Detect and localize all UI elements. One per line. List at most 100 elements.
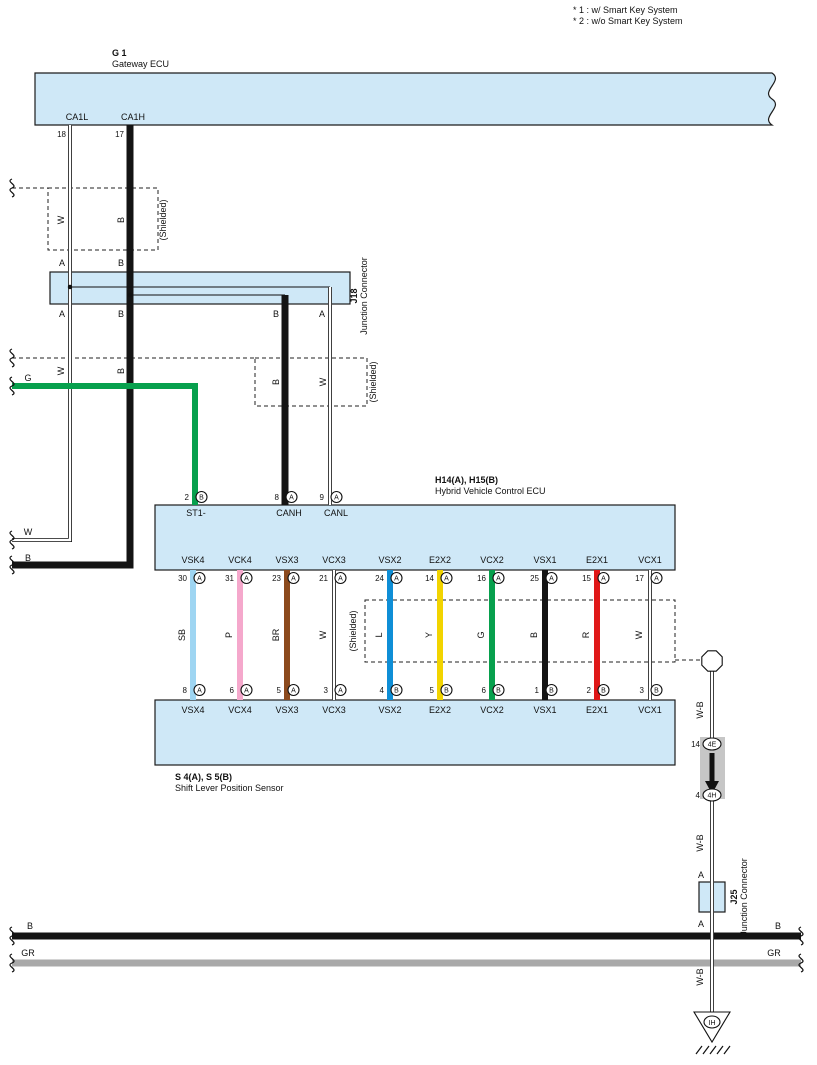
ground-code: IH	[709, 1020, 716, 1027]
connector-letter: A	[289, 495, 294, 502]
component-name: Shift Lever Position Sensor	[175, 783, 284, 793]
terminal-number: 23	[272, 574, 281, 583]
wire-color-label: W-B	[695, 834, 705, 851]
wire-color-label: W	[56, 366, 66, 375]
connector-letter: A	[549, 576, 554, 583]
harness-shield-box	[364, 599, 676, 663]
component-name: Gateway ECU	[112, 59, 169, 69]
component-code: H14(A), H15(B)	[435, 475, 498, 485]
connector-ring	[193, 571, 206, 585]
connector-ring	[390, 683, 403, 697]
pin-name: VCX1	[638, 705, 662, 715]
connector-ring	[195, 490, 208, 504]
shield-label: (Shielded)	[158, 199, 168, 240]
pin-name: CANL	[324, 508, 348, 518]
connector-letter: A	[338, 576, 343, 583]
shield-top-labels: (Shielded) W B	[56, 199, 168, 240]
terminal-number: 2	[587, 686, 592, 695]
pin-letter: B	[273, 309, 279, 319]
component-code: J25	[729, 889, 739, 904]
pin-letter: A	[59, 309, 65, 319]
wire-color-label: GR	[21, 948, 35, 958]
wire-color-label: W	[24, 527, 33, 537]
shield-ground-node	[701, 650, 723, 672]
junction-dot	[127, 292, 133, 298]
pin-name: VSX3	[275, 555, 298, 565]
connector-ring	[334, 571, 347, 585]
gateway-ecu-box	[34, 72, 776, 126]
sensor-labels: S 4(A), S 5(B) Shift Lever Position Sens…	[175, 772, 284, 793]
shield-label: (Shielded)	[368, 361, 378, 402]
pin-name: VCX4	[228, 705, 252, 715]
terminal-number: 15	[582, 574, 591, 583]
wire-color-label: W	[318, 377, 328, 386]
terminal-number: 4	[696, 791, 701, 800]
note-1: * 1 : w/ Smart Key System	[573, 5, 678, 15]
wire-color-label: W	[634, 630, 644, 639]
connector-ring	[287, 683, 300, 697]
connector-ring	[285, 490, 298, 504]
footnotes: * 1 : w/ Smart Key System * 2 : w/o Smar…	[573, 5, 683, 26]
pin: 8 A CANH	[275, 490, 302, 518]
connector-letter: B	[394, 688, 399, 695]
pin-name: E2X1	[586, 705, 608, 715]
wire-color-label: B	[116, 368, 126, 374]
component-name: Hybrid Vehicle Control ECU	[435, 486, 546, 496]
terminal-number: 6	[230, 686, 235, 695]
connector-letter: B	[496, 688, 501, 695]
component-name: Junction Connector	[739, 858, 749, 936]
page-break-marks	[9, 178, 804, 973]
wire-color-label: B	[27, 921, 33, 931]
pin-letter: A	[319, 309, 325, 319]
connector-ring	[390, 571, 403, 585]
pin-letter: A	[698, 919, 704, 929]
terminal-number: 2	[185, 493, 190, 502]
pin: 2 B ST1-	[185, 490, 208, 518]
connector-ring	[597, 571, 610, 585]
component-code: J18	[349, 288, 359, 303]
pin-name: VSX2	[378, 705, 401, 715]
connector-letter: A	[197, 576, 202, 583]
connector-ring	[545, 683, 558, 697]
terminal-number: 24	[375, 574, 384, 583]
connector-ring	[492, 683, 505, 697]
j18-labels: J18 Junction Connector A B A B B A	[59, 257, 369, 335]
terminal-number: 9	[320, 493, 325, 502]
wire-color-label: R	[581, 631, 591, 638]
connector-letter: A	[334, 495, 339, 502]
sensor-box	[154, 699, 676, 766]
terminal-number: 5	[277, 686, 282, 695]
connector-letter: A	[444, 576, 449, 583]
connector-4e-oval	[702, 737, 722, 751]
pin-letter: A	[698, 870, 704, 880]
wire-color-label: Y	[424, 632, 434, 638]
wire-color-label: B	[271, 379, 281, 385]
terminal-number: 14	[691, 740, 700, 749]
ground-path-labels: W-B 14 4E 4 4H W-B A J25 Junction Connec…	[691, 701, 749, 1027]
note-2: * 2 : w/o Smart Key System	[573, 16, 683, 26]
terminal-number: 17	[635, 574, 644, 583]
pin-name: VSX1	[533, 705, 556, 715]
connector-ring	[597, 683, 610, 697]
ground-symbol	[693, 1011, 731, 1055]
wire-color-label: B	[116, 217, 126, 223]
terminal-number: 5	[430, 686, 435, 695]
pin-name: VSX3	[275, 705, 298, 715]
pin-name: E2X2	[429, 705, 451, 715]
connector-code: 4H	[708, 793, 717, 800]
connector-letter: A	[197, 688, 202, 695]
power-wire-labels: B B GR GR	[21, 921, 781, 958]
connector-letter: B	[199, 495, 204, 502]
connector-letter: B	[654, 688, 659, 695]
connector-ring	[240, 683, 253, 697]
